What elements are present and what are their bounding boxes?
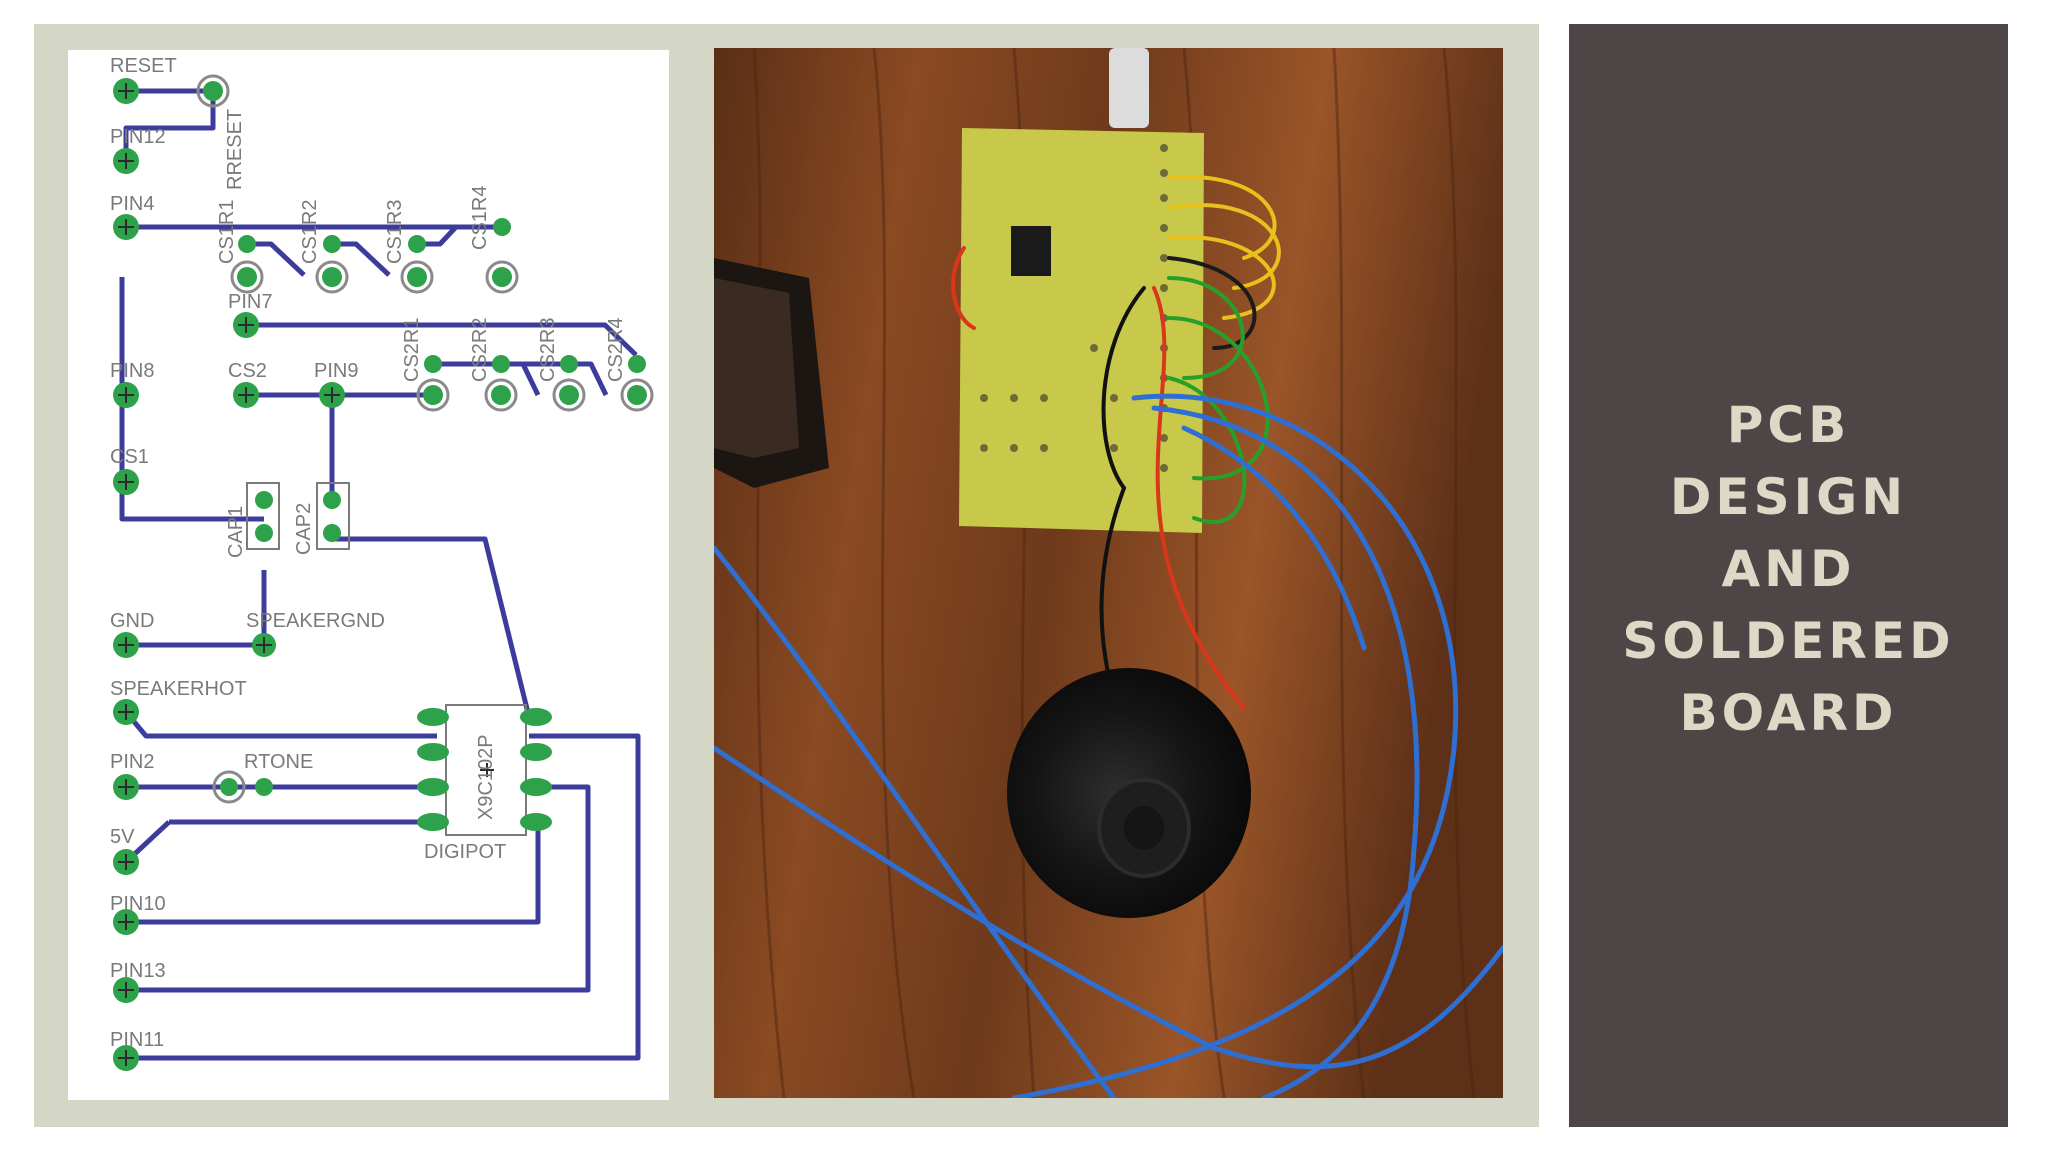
label-rtone: RTONE [244,751,313,773]
pcb-board [959,128,1204,533]
title-line: SOLDERED [1622,612,1955,670]
label-x9c102p: X9C102P [475,734,497,820]
label-digipot: DIGIPOT [424,841,506,863]
usb-cable [1109,48,1149,128]
pad-crosshairs [118,83,494,1066]
chip [1011,226,1051,276]
label-cs1r2: CS1R2 [299,200,321,264]
label-cs1: CS1 [110,446,149,468]
label-pin11: PIN11 [110,1029,164,1051]
label-cs2r1: CS2R1 [401,318,423,382]
label-pin12: PIN12 [110,126,166,148]
soldered-board-illustration [714,48,1503,1098]
label-cs1r3: CS1R3 [384,200,406,264]
label-pin2: PIN2 [110,751,154,773]
label-cap2: CAP2 [293,503,315,555]
pcb-layout-image: RESET PIN12 RRESET PIN4 CS1R1 CS1R2 CS1R… [68,50,669,1100]
solder-joints [980,144,1168,472]
title-line: DESIGN [1669,468,1908,526]
label-cs2r3: CS2R3 [537,318,559,382]
blue-wires [714,393,1503,1098]
label-pin13: PIN13 [110,960,166,982]
pcb-layout-drawing: RESET PIN12 RRESET PIN4 CS1R1 CS1R2 CS1R… [110,55,654,1071]
schematic-labels: RESET PIN12 RRESET PIN4 CS1R1 CS1R2 CS1R… [110,55,627,1051]
pcb-traces [119,88,641,1061]
label-cs2r4: CS2R4 [605,318,627,382]
label-pin7: PIN7 [228,291,272,313]
label-cs1r1: CS1R1 [216,200,238,264]
jumper-wires [951,175,1281,730]
label-cap1: CAP1 [225,506,247,558]
label-cs2: CS2 [228,360,267,382]
label-cs1r4: CS1R4 [469,186,491,250]
label-reset: RESET [110,55,177,77]
slide-title: PCB DESIGN AND SOLDERED BOARD [1569,389,2008,749]
title-line: PCB [1726,396,1851,454]
label-speakergnd: SPEAKERGND [246,610,385,632]
label-gnd: GND [110,610,154,632]
title-line: AND [1721,540,1856,598]
label-pin9: PIN9 [314,360,358,382]
pcb-pads [113,78,647,1071]
component-outlines [196,74,654,836]
label-5v: 5V [110,826,135,848]
title-panel: PCB DESIGN AND SOLDERED BOARD [1569,24,2008,1127]
label-rreset: RRESET [224,109,246,190]
label-speakerhot: SPEAKERHOT [110,678,247,700]
label-pin8: PIN8 [110,360,154,382]
soldered-board-photo [714,48,1503,1098]
label-cs2r2: CS2R2 [469,318,491,382]
label-pin10: PIN10 [110,893,166,915]
title-line: BOARD [1679,684,1898,742]
label-pin4: PIN4 [110,193,154,215]
